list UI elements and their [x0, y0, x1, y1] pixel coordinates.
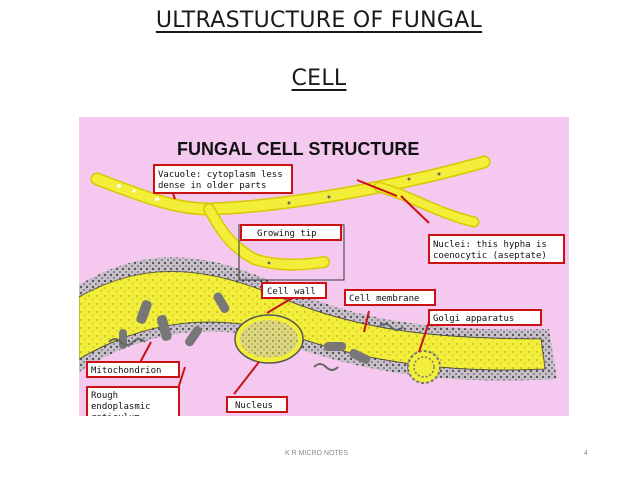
label-nucleus: Nucleus [226, 396, 288, 413]
slide-title-line-1: ULTRASTUCTURE OF FUNGAL [155, 8, 483, 33]
page-number: 4 [584, 450, 588, 457]
label-vacuole-line-1: Vacuole: cytoplasm less [158, 170, 283, 180]
label-growing-tip: Growing tip [238, 224, 345, 281]
upper-hypha [90, 155, 491, 271]
label-rer-line-2: endoplasmic [91, 402, 151, 412]
fungal-cell-diagram: FUNGAL CELL STRUCTURE [79, 117, 569, 416]
label-golgi: Golgi apparatus [428, 309, 542, 326]
label-nucleus-text: Nucleus [235, 401, 273, 411]
label-mitochondrion-text: Mitochondrion [91, 366, 161, 376]
label-cell-wall-text: Cell wall [267, 287, 316, 297]
label-nuclei-line-1: Nuclei: this hypha is [433, 240, 547, 250]
label-rer-line-3: reticulum [91, 413, 140, 416]
label-nuclei: Nuclei: this hypha is coenocytic (asepta… [428, 234, 565, 264]
label-rough-er: Rough endoplasmic reticulum [86, 386, 180, 416]
label-mitochondrion: Mitochondrion [86, 361, 180, 378]
golgi-apparatus [407, 350, 441, 384]
label-cell-membrane: Cell membrane [344, 289, 436, 306]
label-nuclei-line-2: coenocytic (aseptate) [433, 251, 547, 261]
footer-note: K R MICRO NOTES [285, 450, 349, 457]
diagram-heading: FUNGAL CELL STRUCTURE [177, 139, 419, 159]
label-growing-tip-text: Growing tip [257, 229, 317, 239]
label-vacuole-line-2: dense in older parts [158, 181, 266, 191]
slide-title-line-2: CELL [291, 66, 347, 91]
label-cell-membrane-text: Cell membrane [349, 294, 419, 304]
label-vacuole: Vacuole: cytoplasm less dense in older p… [153, 164, 293, 194]
lower-hypha [79, 257, 557, 384]
label-cell-wall: Cell wall [261, 282, 327, 299]
label-rer-line-1: Rough [91, 391, 118, 401]
label-golgi-text: Golgi apparatus [433, 314, 514, 324]
